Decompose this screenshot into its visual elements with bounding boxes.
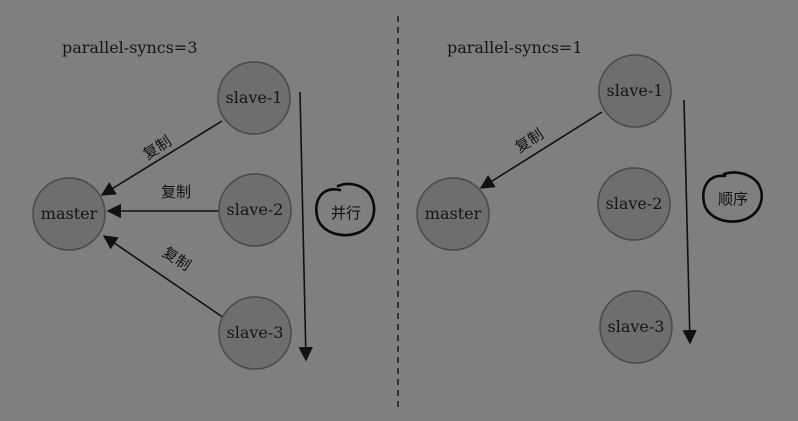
right-slave-3-label: slave-3 [608, 317, 665, 336]
right-annotation: 顺序 [702, 171, 763, 223]
right-panel: parallel-syncs=1 复制 master slave-1 slave… [416, 38, 763, 364]
left-edge-slave3-master [102, 235, 225, 319]
left-annotation: 并行 [315, 182, 376, 237]
left-edge-label-2: 复制 [161, 183, 191, 201]
left-slave-3-node: slave-3 [218, 296, 292, 370]
left-slave-3-label: slave-3 [227, 323, 284, 342]
right-edge-label: 复制 [512, 125, 547, 156]
right-slave-1-label: slave-1 [607, 81, 664, 100]
left-master-label: master [41, 204, 98, 223]
right-slave-2-label: slave-2 [606, 194, 663, 213]
right-title: parallel-syncs=1 [447, 38, 583, 57]
right-sequential-arrow [682, 99, 697, 345]
left-parallel-arrow [298, 91, 313, 362]
left-annotation-text: 并行 [331, 204, 361, 222]
left-title: parallel-syncs=3 [62, 38, 198, 57]
right-slave-2-node: slave-2 [597, 167, 671, 241]
left-edge-label-1: 复制 [140, 132, 175, 163]
right-slave-1-node: slave-1 [598, 54, 672, 128]
left-slave-1-label: slave-1 [226, 88, 283, 107]
right-annotation-text: 顺序 [718, 190, 748, 208]
right-edge-slave1-master [479, 111, 603, 189]
left-panel: parallel-syncs=3 复制 复制 复制 master slave-1… [32, 38, 376, 370]
right-master-label: master [425, 204, 482, 223]
left-slave-2-node: slave-2 [218, 173, 292, 247]
left-annotation-ring [315, 182, 376, 237]
right-master-node: master [416, 177, 490, 251]
right-annotation-ring [702, 171, 763, 223]
left-slave-1-node: slave-1 [217, 61, 291, 135]
right-slave-3-node: slave-3 [599, 290, 673, 364]
left-edge-label-3: 复制 [159, 243, 194, 274]
left-master-node: master [32, 177, 106, 251]
left-slave-2-label: slave-2 [227, 200, 284, 219]
left-edge-slave1-master [100, 120, 223, 196]
